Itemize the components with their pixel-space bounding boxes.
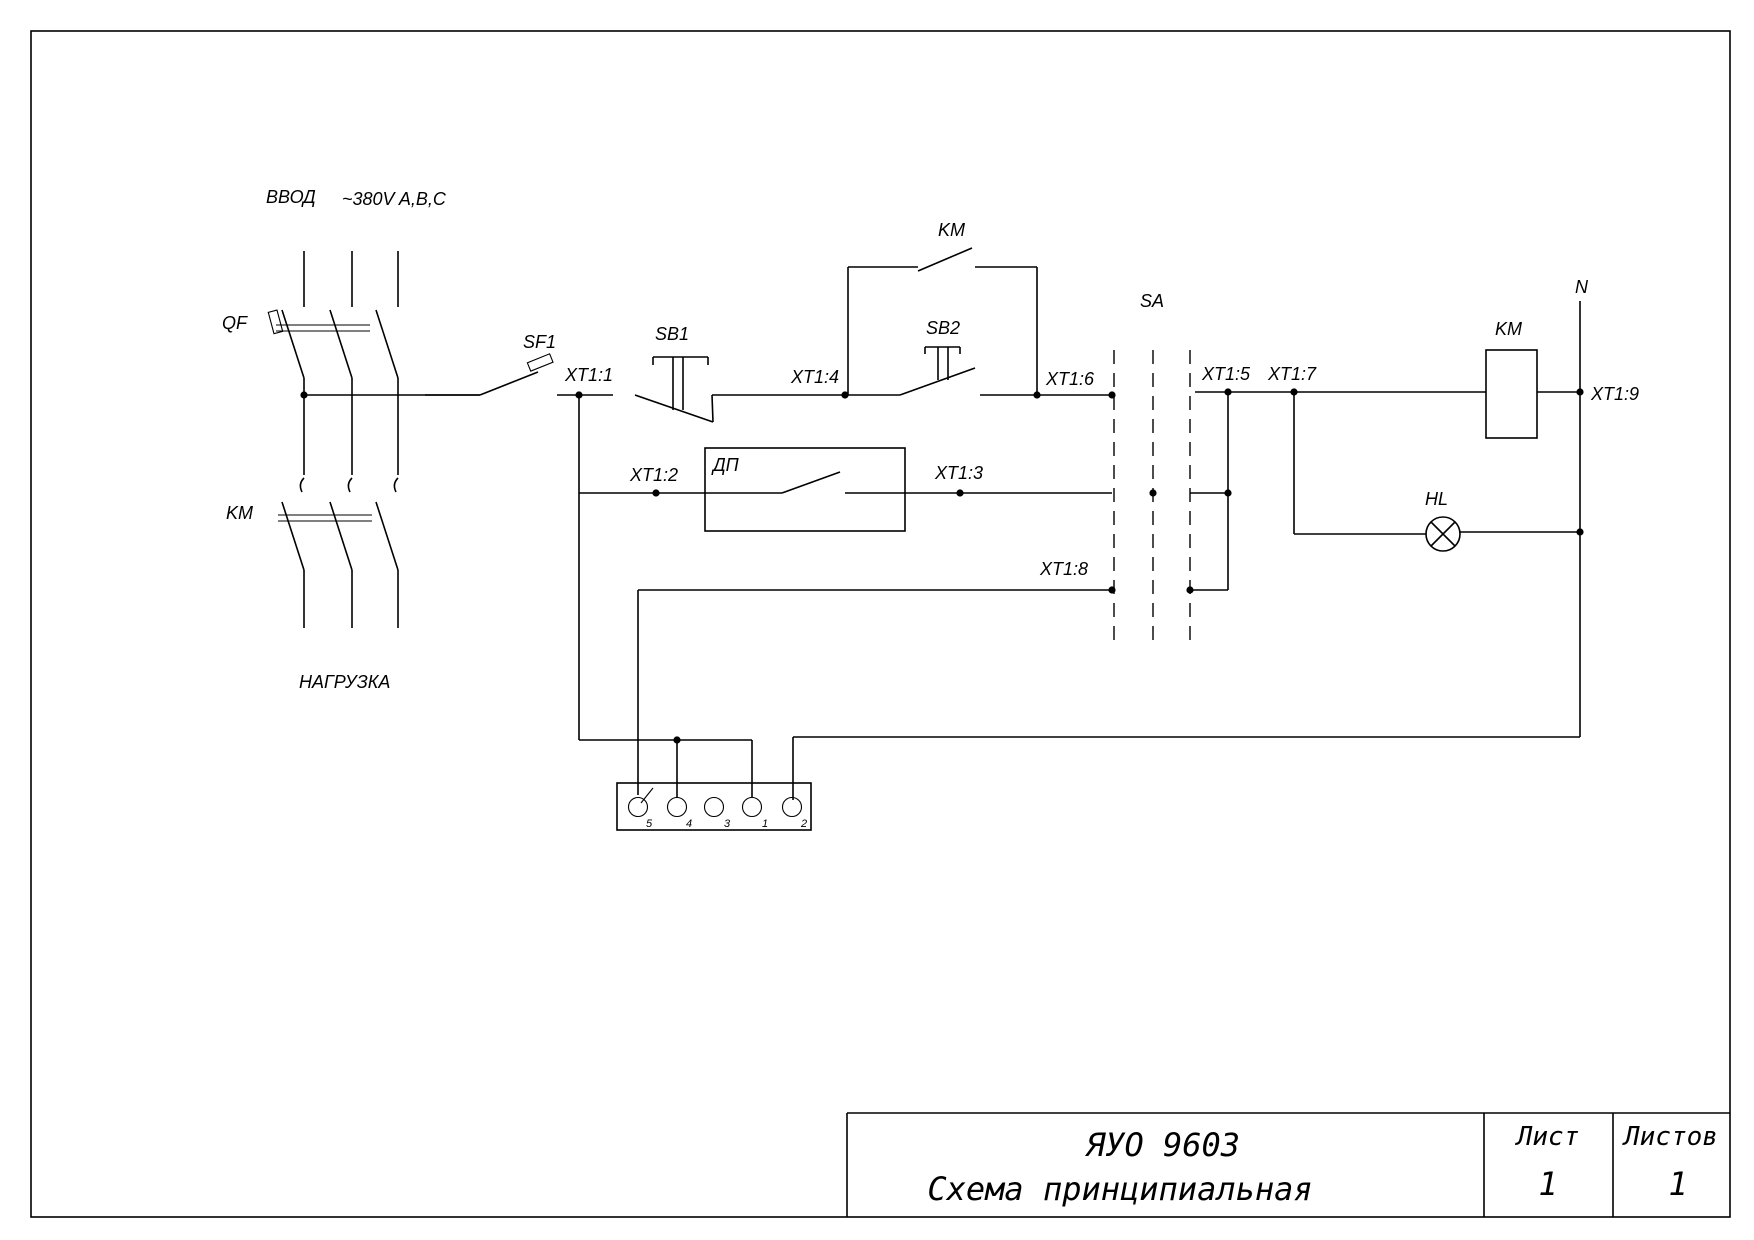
label-xt1-2: XT1:2 bbox=[629, 465, 678, 485]
label-xt1-7: XT1:7 bbox=[1267, 364, 1317, 384]
label-xt1-1: XT1:1 bbox=[564, 365, 613, 385]
label-km-coil: KM bbox=[1495, 319, 1522, 339]
dp-relay bbox=[704, 447, 906, 532]
sheet-label: Лист bbox=[1515, 1122, 1580, 1152]
drawing-frame bbox=[30, 30, 1731, 1218]
label-voltage: ~380V A,B,C bbox=[342, 189, 447, 209]
label-sa: SA bbox=[1140, 291, 1164, 311]
pin-label: 3 bbox=[724, 818, 731, 830]
sb2-pushbutton bbox=[848, 346, 1112, 396]
control-circuit: 5 4 3 1 2 bbox=[425, 247, 1584, 831]
pin-label: 5 bbox=[646, 818, 653, 830]
sheets-value: 1 bbox=[1668, 1165, 1687, 1203]
label-km-aux: KM bbox=[938, 220, 965, 240]
sa-selector bbox=[1113, 350, 1194, 648]
label-xt1-3: XT1:3 bbox=[934, 463, 983, 483]
label-dp: ДП bbox=[711, 455, 740, 475]
km-coil bbox=[1485, 349, 1538, 439]
label-xt1-5: XT1:5 bbox=[1201, 364, 1251, 384]
pin-label: 1 bbox=[762, 818, 768, 830]
label-xt1-4: XT1:4 bbox=[790, 367, 839, 387]
label-input: ВВОД bbox=[266, 187, 316, 207]
power-section bbox=[267, 251, 480, 628]
label-qf: QF bbox=[222, 313, 248, 333]
label-sb1: SB1 bbox=[655, 324, 689, 344]
km-aux-contact bbox=[847, 247, 1038, 395]
sheets-label: Листов bbox=[1622, 1122, 1718, 1152]
sf1-switch bbox=[425, 353, 554, 396]
label-load: НАГРУЗКА bbox=[299, 672, 390, 692]
sheet-value: 1 bbox=[1538, 1165, 1557, 1203]
labels: ВВОД ~380V A,B,C QF KM НАГРУЗКА SF1 SB1 … bbox=[222, 187, 1639, 692]
qf-breaker bbox=[267, 309, 399, 379]
label-km-power: KM bbox=[226, 503, 253, 523]
sb1-pushbutton bbox=[634, 356, 714, 423]
label-xt1-9: XT1:9 bbox=[1590, 384, 1639, 404]
label-sf1: SF1 bbox=[523, 332, 556, 352]
label-n: N bbox=[1575, 277, 1589, 297]
label-xt1-8: XT1:8 bbox=[1039, 559, 1088, 579]
km-power-contacts bbox=[278, 501, 399, 571]
drawing-name: Схема принципиальная bbox=[927, 1170, 1312, 1208]
drawing-code: ЯУО 9603 bbox=[1084, 1126, 1240, 1164]
pin-label: 2 bbox=[800, 818, 807, 830]
terminal-block: 5 4 3 1 2 bbox=[616, 782, 812, 831]
label-sb2: SB2 bbox=[926, 318, 960, 338]
label-xt1-6: XT1:6 bbox=[1045, 369, 1095, 389]
hl-lamp bbox=[1425, 516, 1461, 552]
title-block: ЯУО 9603 Схема принципиальная Лист 1 Лис… bbox=[846, 1112, 1730, 1217]
label-hl: HL bbox=[1425, 489, 1448, 509]
pin-label: 4 bbox=[686, 818, 692, 830]
